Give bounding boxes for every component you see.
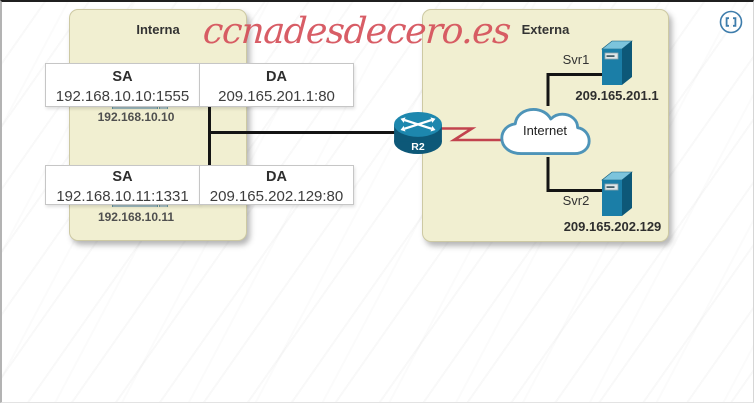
host1-ip-label: 192.168.10.10 [97, 110, 175, 124]
packet2-table: SA 192.168.10.11:1331 DA 209.165.202.129… [45, 165, 354, 205]
packet2-da-header: DA [266, 169, 287, 185]
packet1-da-value: 209.165.201.1:80 [218, 88, 335, 105]
packet2-da-cell: DA 209.165.202.129:80 [199, 165, 354, 205]
server-icon-svr1 [600, 39, 634, 87]
host2-ip-label: 192.168.10.11 [97, 210, 175, 224]
watermark-text: ccnadesdecero.es [201, 11, 512, 52]
server-icon-svr2 [600, 170, 634, 218]
interna-zone-title: Interna [136, 22, 180, 37]
svr1-link-line [546, 73, 602, 106]
packet1-table: SA 192.168.10.10:1555 DA 209.165.201.1:8… [45, 63, 354, 107]
serial-link-line [440, 127, 502, 142]
cloud-label: Internet [522, 123, 568, 138]
svr2-name-label: Svr2 [562, 193, 590, 208]
packet2-sa-value: 192.168.10.11:1331 [56, 188, 189, 205]
fullscreen-icon [719, 10, 743, 34]
packet2-sa-header: SA [112, 169, 133, 185]
packet1-sa-header: SA [112, 69, 133, 85]
packet1-sa-value: 192.168.10.10:1555 [55, 88, 190, 105]
packet1-da-header: DA [266, 69, 287, 85]
externa-zone-title: Externa [521, 22, 570, 37]
router-label: R2 [411, 141, 425, 153]
svr1-ip-label: 209.165.201.1 [575, 88, 659, 103]
svr2-ip-label: 209.165.202.129 [563, 219, 662, 234]
packet2-da-value: 209.165.202.129:80 [209, 188, 344, 205]
router-icon: R2 [392, 111, 444, 155]
internet-cloud-icon: Internet [497, 103, 593, 160]
fullscreen-toggle-button[interactable] [718, 9, 744, 35]
packet2-sa-cell: SA 192.168.10.11:1331 [45, 165, 200, 205]
packet1-da-cell: DA 209.165.201.1:80 [199, 63, 354, 107]
packet1-sa-cell: SA 192.168.10.10:1555 [45, 63, 200, 107]
svr1-name-label: Svr1 [562, 52, 590, 67]
svr2-link-line [546, 157, 602, 192]
